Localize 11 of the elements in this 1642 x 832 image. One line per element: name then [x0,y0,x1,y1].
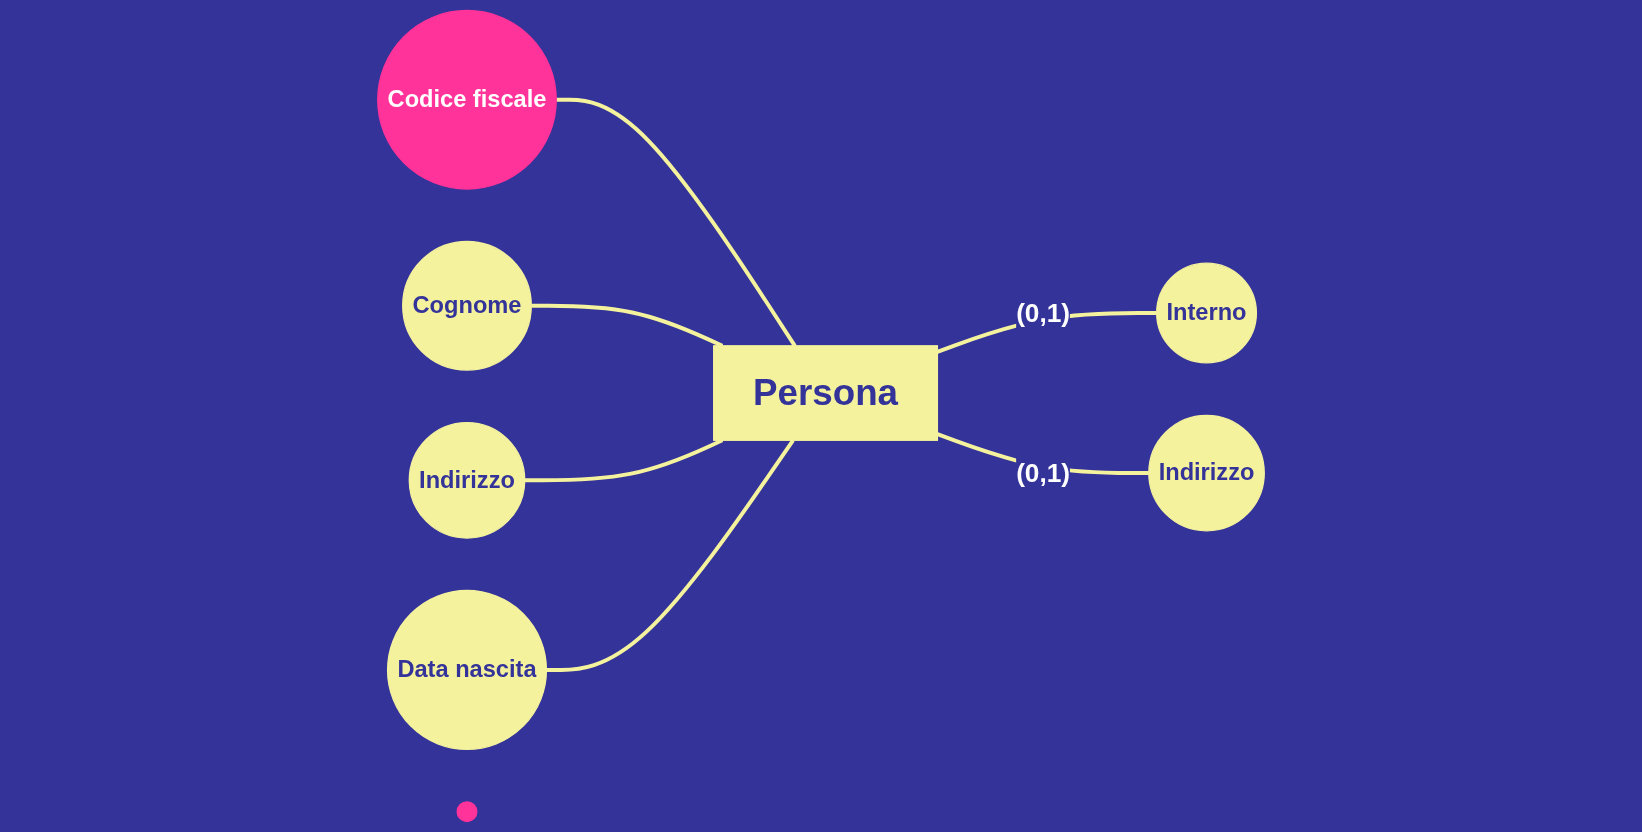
attribute-circle: Cognome [402,240,532,371]
attribute-circle: Codice fiscale [377,9,557,190]
attribute-circle: Indirizzo [1148,414,1265,532]
connector-line [546,439,795,672]
entity-box: Persona [713,345,939,441]
connector-line [556,97,797,347]
attribute-circle: Interno [1156,262,1258,364]
attribute-circle: Data nascita [386,589,548,750]
attribute-circle: Indirizzo [408,421,526,539]
connector-line [524,438,724,483]
attribute-circle [456,801,478,823]
